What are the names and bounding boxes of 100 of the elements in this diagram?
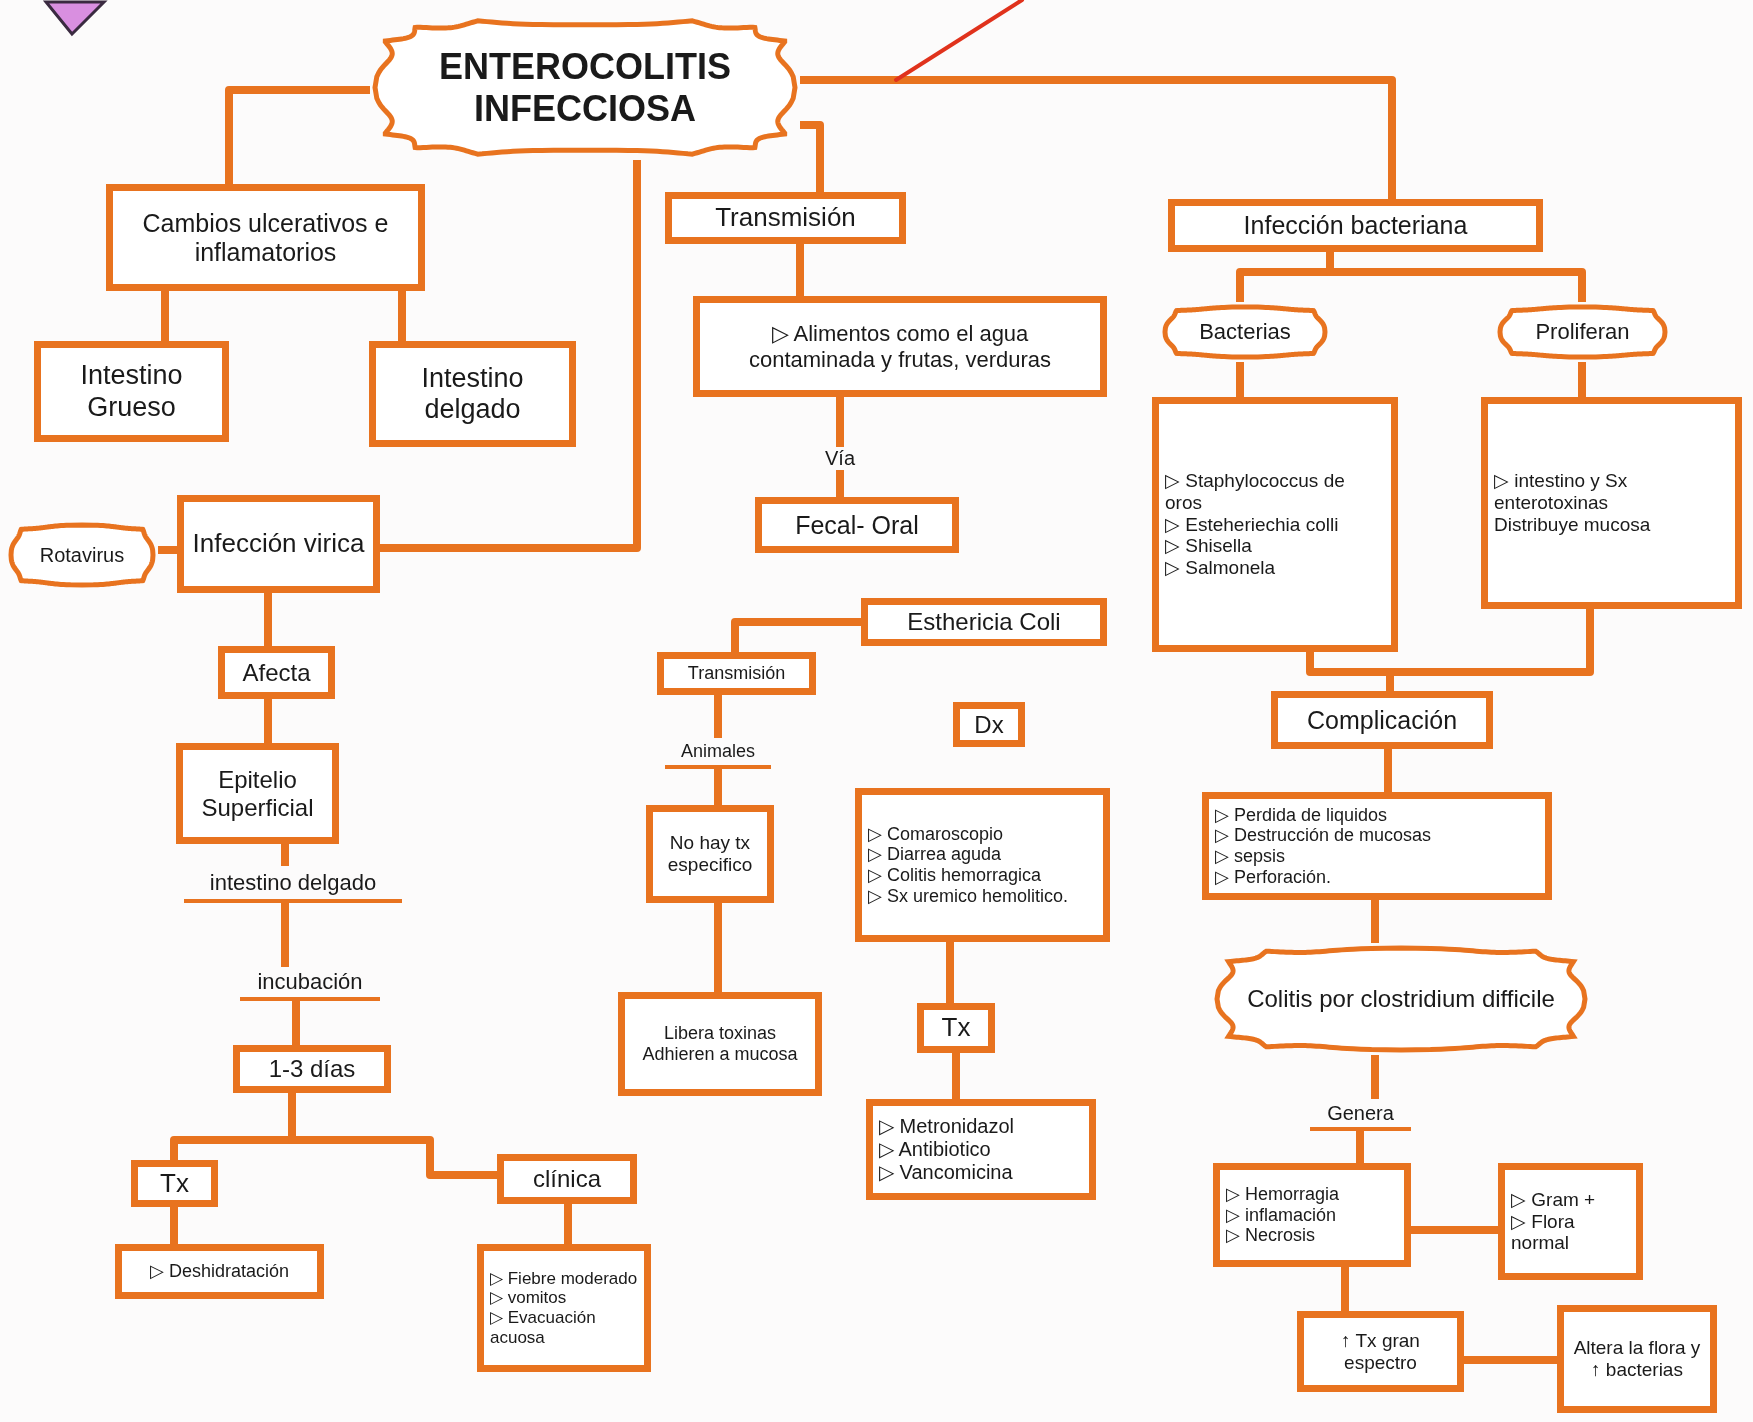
concept-box <box>861 598 1107 646</box>
box-text: Dx <box>974 710 1004 739</box>
concept-box <box>618 992 822 1096</box>
concept-box <box>1152 397 1398 652</box>
concept-box <box>477 1244 651 1372</box>
box-text: Adhieren a mucosa <box>642 1044 798 1065</box>
connector-line <box>170 1207 178 1244</box>
concept-box <box>233 1045 391 1093</box>
concept-box <box>693 296 1107 397</box>
box-text: 1-3 días <box>268 1055 356 1083</box>
connector-line <box>564 1204 572 1244</box>
box-text: Complicación <box>1306 705 1458 735</box>
concept-box <box>953 702 1025 747</box>
concept-box <box>1297 1311 1464 1392</box>
connector-line <box>796 244 804 296</box>
box-text: Libera toxinas <box>663 1023 777 1044</box>
box-text: ▷ Salmonela <box>1165 557 1276 580</box>
box-text: ↑ Tx gran espectro <box>1340 1329 1421 1374</box>
concept-box <box>369 341 576 447</box>
box-text: ▷ Necrosis <box>1226 1225 1315 1247</box>
box-text: Distribuye mucosa <box>1494 513 1651 536</box>
box-text: Epitelio Superficial <box>200 765 315 822</box>
box-text: ▷ Destrucción de mucosas <box>1215 825 1432 846</box>
connector-line <box>264 593 272 646</box>
concept-box <box>855 788 1110 942</box>
box-text: Altera la flora y ↑ bacterias <box>1572 1337 1702 1381</box>
concept-box <box>917 1003 995 1053</box>
box-text: ▷ Vancomicina <box>879 1161 1013 1184</box>
concept-box <box>176 743 339 844</box>
concept-box <box>1481 397 1742 609</box>
concept-box <box>1213 1163 1411 1267</box>
concept-box <box>1271 691 1493 749</box>
underlined-text: Animales <box>665 738 771 769</box>
concept-cloud <box>6 520 158 590</box>
concept-box <box>657 652 816 695</box>
box-text: Tx <box>160 1168 189 1199</box>
concept-cloud <box>370 15 800 160</box>
box-text: ▷ Flora normal <box>1511 1210 1576 1255</box>
connector-line <box>288 1093 497 1179</box>
concept-box <box>1557 1305 1717 1413</box>
connector-line <box>1341 1267 1349 1311</box>
connector-line <box>731 618 861 652</box>
cloud-text: Rotavirus <box>39 543 125 567</box>
box-text: Intestino delgado <box>420 362 525 426</box>
connector-line <box>1384 749 1392 792</box>
box-text: ▷ inflamación <box>1226 1204 1337 1226</box>
box-text: ▷ intestino y Sx enterotoxinas <box>1494 470 1629 514</box>
box-text: ▷ Diarrea aguda <box>868 844 1002 865</box>
box-text: ▷ Esteheriechia colli <box>1165 513 1339 536</box>
concept-box <box>1202 792 1552 900</box>
connector-line <box>264 699 272 743</box>
box-text: Esthericia Coli <box>907 608 1061 636</box>
cloud-text: Bacterias <box>1199 319 1291 345</box>
underlined-text: intestino delgado <box>184 866 402 903</box>
cloud-text: ENTEROCOLITIS INFECCIOSA <box>438 46 732 129</box>
concept-box <box>131 1160 218 1207</box>
concept-box <box>1498 1163 1643 1280</box>
concept-box <box>218 646 335 699</box>
concept-box <box>755 497 959 553</box>
box-text: ▷ Fiebre moderado <box>490 1268 638 1289</box>
connector-line <box>946 942 954 1003</box>
box-text: ▷ Shisella <box>1165 535 1252 558</box>
box-text: Transmisión <box>687 663 786 684</box>
box-text: Infección virica <box>192 529 365 559</box>
box-text: ▷ Colitis hemorragica <box>868 865 1042 886</box>
concept-box <box>646 805 774 903</box>
box-text: ▷ Evacuación acuosa <box>490 1308 597 1348</box>
box-text: Transmisión <box>715 203 856 233</box>
concept-box <box>106 184 425 291</box>
concept-box <box>34 341 229 442</box>
connector-line <box>398 291 406 341</box>
cloud-text: Colitis por clostridium difficile <box>1247 985 1555 1013</box>
concept-cloud <box>1160 302 1330 362</box>
flow-text: Vía <box>815 447 865 470</box>
underlined-text: Genera <box>1310 1099 1411 1131</box>
box-text: ▷ Comaroscopio <box>868 823 1004 845</box>
box-text: Infección bacteriana <box>1243 211 1468 240</box>
connector-line <box>714 903 722 992</box>
connector-line <box>1411 1226 1498 1234</box>
underlined-text: incubación <box>240 967 380 1001</box>
box-text: ▷ sepsis <box>1215 846 1286 867</box>
connector-line <box>161 291 169 341</box>
concept-box <box>665 192 906 244</box>
box-text: clínica <box>533 1165 601 1193</box>
box-text: Intestino Grueso <box>79 360 184 423</box>
concept-cloud <box>1212 943 1590 1055</box>
box-text: ▷ vomitos <box>490 1288 567 1308</box>
box-text: ▷ Gram + <box>1511 1188 1596 1211</box>
connector-line <box>1386 609 1594 691</box>
box-text: ▷ Antibiotico <box>879 1138 991 1161</box>
connector-line <box>952 1053 960 1099</box>
cloud-text: Proliferan <box>1535 319 1630 345</box>
box-text: Afecta <box>242 658 311 687</box>
box-text: Fecal- Oral <box>795 510 919 540</box>
concept-cloud <box>1495 302 1670 362</box>
concept-box <box>866 1099 1096 1200</box>
box-text: ▷ Deshidratación <box>149 1261 290 1282</box>
box-text: ▷ Metronidazol <box>879 1115 1015 1138</box>
concept-box <box>497 1154 637 1204</box>
box-text: Tx <box>941 1013 971 1043</box>
